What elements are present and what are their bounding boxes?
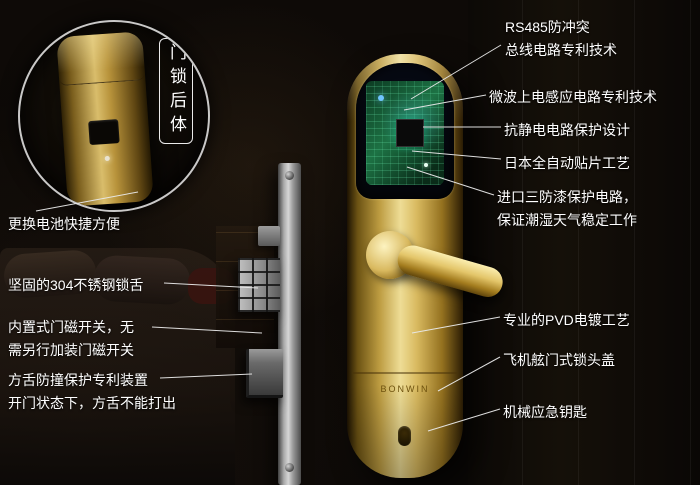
inset-label-frame: 门锁后体 — [159, 38, 193, 144]
auxiliary-bolt — [258, 226, 280, 246]
led-indicator — [104, 155, 110, 162]
keyhole-cover — [398, 426, 411, 446]
annotation-line: 专业的PVD电镀工艺 — [503, 312, 630, 328]
annotation-line: 开门状态下，方舌不能打出 — [8, 395, 176, 411]
magnifier-inset: 门锁后体 — [18, 20, 210, 212]
annotation-antistatic: 抗静电电路保护设计 — [504, 119, 630, 142]
annotation-smt: 日本全自动贴片工艺 — [504, 152, 630, 175]
annotation-line: 更换电池快捷方便 — [8, 216, 120, 232]
annotation-coating: 进口三防漆保护电路， 保证潮湿天气稳定工作 — [497, 186, 637, 232]
annotation-line: 进口三防漆保护电路， — [497, 189, 637, 205]
annotation-line: 总线电路专利技术 — [505, 42, 617, 58]
annotation-deadbolt-protection: 方舌防撞保护专利装置 开门状态下，方舌不能打出 — [8, 369, 176, 415]
annotation-emergency-key: 机械应急钥匙 — [503, 401, 587, 424]
annotation-line: 内置式门磁开关，无 — [8, 319, 134, 335]
annotation-line: 飞机舷门式锁头盖 — [503, 352, 615, 368]
panel-seam — [353, 372, 457, 374]
pcb-led-white — [424, 163, 428, 167]
wood-panel-background — [468, 0, 700, 485]
annotation-lock-cover: 飞机舷门式锁头盖 — [503, 349, 615, 372]
lock-rear-body — [56, 31, 154, 207]
annotation-door-magnet: 内置式门磁开关，无 需另行加装门磁开关 — [8, 316, 134, 362]
annotation-battery: 更换电池快捷方便 — [8, 213, 120, 236]
brand-label: BONWIN — [380, 384, 430, 394]
annotation-pvd: 专业的PVD电镀工艺 — [503, 309, 630, 332]
battery-cover — [88, 119, 120, 146]
annotation-line: 需另行加装门磁开关 — [8, 342, 134, 358]
annotation-line: RS485防冲突 — [505, 19, 590, 35]
deadbolt — [246, 349, 283, 398]
annotation-line: 日本全自动贴片工艺 — [504, 155, 630, 171]
annotation-line: 坚固的304不锈钢锁舌 — [8, 277, 144, 293]
latch-bolt — [238, 258, 280, 312]
circuit-board — [366, 81, 444, 185]
annotation-line: 抗静电电路保护设计 — [504, 122, 630, 138]
annotation-steel-bolt: 坚固的304不锈钢锁舌 — [8, 274, 143, 297]
annotation-line: 方舌防撞保护专利装置 — [8, 372, 148, 388]
annotation-line: 微波上电感应电路专利技术 — [489, 89, 657, 105]
cpu-chip — [396, 119, 424, 147]
inset-label: 门锁后体 — [167, 43, 186, 139]
screw-top — [285, 171, 294, 180]
annotation-line: 机械应急钥匙 — [503, 404, 587, 420]
circuit-window — [356, 63, 454, 199]
annotation-microwave: 微波上电感应电路专利技术 — [489, 86, 657, 109]
annotation-line: 保证潮湿天气稳定工作 — [497, 212, 637, 228]
mortise-faceplate — [278, 163, 301, 485]
lock-rear-cap — [56, 31, 146, 87]
annotation-rs485: RS485防冲突 总线电路专利技术 — [505, 16, 617, 62]
screw-bottom — [285, 463, 294, 472]
pcb-led-blue — [378, 95, 384, 101]
